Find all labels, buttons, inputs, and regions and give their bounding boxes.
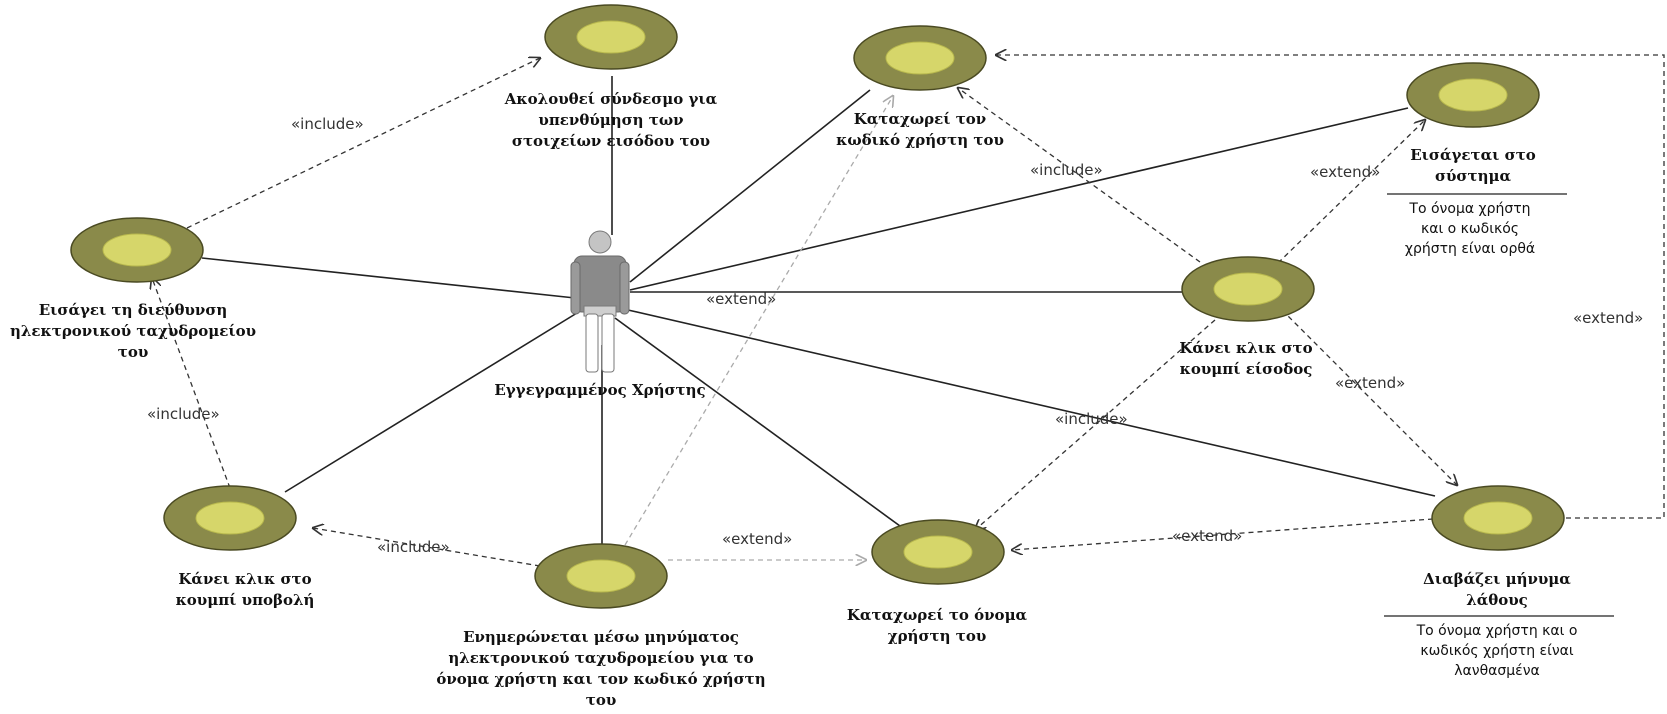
use-case-click-submit[interactable]: Κάνει κλικ στο κουμπί υποβολή <box>163 485 315 609</box>
dependencies <box>152 55 1665 567</box>
stereotype-extend-actor: «extend» <box>706 290 776 308</box>
use-case-label: Ακολουθεί σύνδεσμο για υπενθύμηση των στοι… <box>504 90 718 150</box>
use-case-enter-email[interactable]: Εισάγει τη διεύθυνση ηλεκτρονικού ταχυδρο… <box>10 217 256 361</box>
use-case-informed-email[interactable]: Ενημερώνεται μέσω μηνύματος ηλεκτρονικού … <box>436 543 766 709</box>
use-case-enter-system[interactable]: Εισάγεται στο σύστημα Το όνομα χρήστη και … <box>1387 62 1567 257</box>
label-line: Ακολουθεί σύνδεσμο για <box>504 90 718 108</box>
use-case-follow-link[interactable]: Ακολουθεί σύνδεσμο για υπενθύμηση των στοι… <box>504 4 718 150</box>
use-case-enter-username[interactable]: Καταχωρεί το όνομα χρήστη του <box>847 519 1028 645</box>
association-click-submit <box>284 304 591 493</box>
label-line: Το όνομα χρήστη <box>1408 201 1530 217</box>
stereotype-extend-login-system: «extend» <box>1310 163 1380 181</box>
label-line: Ενημερώνεται μέσω μηνύματος <box>463 628 739 646</box>
use-case-inner <box>885 41 955 75</box>
stereotype-labels: «include» «include» «include» «extend» «… <box>147 115 1643 556</box>
label-line: σύστημα <box>1435 167 1512 185</box>
use-case-label: Καταχωρεί τον κωδικό χρήστη του <box>836 110 1004 149</box>
association-enter-email <box>201 257 576 299</box>
stereotype-include-email-link: «include» <box>291 115 364 133</box>
stereotype-extend-login-error: «extend» <box>1335 374 1405 392</box>
label-line: υπενθύμηση των <box>538 111 683 129</box>
label-line: λάθους <box>1466 591 1528 609</box>
include-informed-to-submit <box>313 528 541 567</box>
extend-error-to-username <box>1012 518 1434 550</box>
label-line: Το όνομα χρήστη και ο <box>1416 623 1578 639</box>
label-line: ηλεκτρονικού ταχυδρομείου <box>10 322 256 340</box>
actor-left-arm <box>570 261 581 315</box>
actor-right-arm <box>619 261 630 315</box>
stereotype-extend-error-username: «extend» <box>1172 527 1242 545</box>
actor-registered-user[interactable]: Εγγεγραμμένος Χρήστης <box>494 230 706 399</box>
use-case-inner <box>576 20 646 54</box>
stereotype-extend-error-loop: «extend» <box>1573 309 1643 327</box>
label-line: κουμπί υποβολή <box>176 591 315 609</box>
actor-name: Εγγεγραμμένος Χρήστης <box>494 381 705 399</box>
extend-informed-to-password <box>624 96 893 546</box>
label-line: κουμπί είσοδος <box>1180 360 1313 378</box>
label-line: του <box>586 691 617 709</box>
use-case-label: Κάνει κλικ στο κουμπί υποβολή <box>176 570 315 609</box>
stereotype-include-submit-email: «include» <box>147 405 220 423</box>
stereotype-include-login-username: «include» <box>1055 410 1128 428</box>
label-line: λανθασμένα <box>1454 663 1540 679</box>
include-login-to-password <box>958 88 1201 263</box>
label-line: Εισάγει τη διεύθυνση <box>39 301 228 319</box>
actor-left-leg <box>585 313 599 373</box>
use-case-label: Καταχωρεί το όνομα χρήστη του <box>847 606 1028 645</box>
use-case-label: Διαβάζει μήνυμα λάθους <box>1423 570 1571 609</box>
label-line: όνομα χρήστη και τον κωδικό χρήστη <box>436 670 765 688</box>
use-case-label: Κάνει κλικ στο κουμπί είσοδος <box>1179 339 1312 378</box>
label-line: του <box>118 343 149 361</box>
label-line: ηλεκτρονικού ταχυδρομείου για το <box>448 649 753 667</box>
association-enter-password <box>629 89 871 283</box>
actor-body <box>573 255 627 313</box>
include-email-to-link <box>186 58 540 229</box>
association-enter-username <box>614 317 901 527</box>
label-line: στοιχείων εισόδου του <box>512 132 710 150</box>
enter-system-condition: Το όνομα χρήστη και ο κωδικός χρήστη είναι… <box>1405 201 1535 257</box>
stereotype-include-login-password: «include» <box>1030 161 1103 179</box>
use-case-inner <box>566 559 636 593</box>
extend-error-to-password <box>996 55 1665 519</box>
use-case-read-error[interactable]: Διαβάζει μήνυμα λάθους Το όνομα χρήστη κα… <box>1384 485 1614 679</box>
use-case-inner <box>1463 501 1533 535</box>
use-case-inner <box>1438 78 1508 112</box>
use-case-inner <box>903 535 973 569</box>
label-line: Κάνει κλικ στο <box>178 570 311 588</box>
label-line: κωδικός χρήστη είναι <box>1420 643 1574 659</box>
stereotype-include-informed-submit: «include» <box>377 538 450 556</box>
use-case-enter-password[interactable]: Καταχωρεί τον κωδικό χρήστη του <box>836 25 1004 149</box>
include-submit-to-email <box>152 278 231 489</box>
label-line: και ο κωδικός <box>1421 221 1519 237</box>
stereotype-extend-informed-username: «extend» <box>722 530 792 548</box>
use-case-inner <box>195 501 265 535</box>
use-case-label: Εισάγει τη διεύθυνση ηλεκτρονικού ταχυδρο… <box>10 301 256 361</box>
label-line: χρήστη του <box>888 627 987 645</box>
label-line: Καταχωρεί το όνομα <box>847 606 1028 624</box>
read-error-condition: Το όνομα χρήστη και ο κωδικός χρήστη είνα… <box>1416 623 1578 679</box>
association-enter-system <box>629 107 1409 291</box>
use-case-click-login[interactable]: Κάνει κλικ στο κουμπί είσοδος <box>1179 256 1315 378</box>
label-line: Εισάγεται στο <box>1410 146 1536 164</box>
label-line: κωδικό χρήστη του <box>836 131 1004 149</box>
label-line: Καταχωρεί τον <box>854 110 986 128</box>
use-case-label: Εισάγεται στο σύστημα <box>1410 146 1536 185</box>
label-line: χρήστη είναι ορθά <box>1405 241 1535 257</box>
association-read-error <box>627 309 1436 497</box>
use-case-label: Ενημερώνεται μέσω μηνύματος ηλεκτρονικού … <box>436 628 765 709</box>
label-line: Κάνει κλικ στο <box>1179 339 1312 357</box>
label-line: Διαβάζει μήνυμα <box>1423 570 1571 588</box>
actor-right-leg <box>601 313 615 373</box>
actor-head <box>588 230 612 254</box>
use-case-inner <box>102 233 172 267</box>
include-login-to-username <box>975 319 1216 530</box>
extend-login-to-system <box>1277 120 1425 264</box>
extend-login-to-error <box>1281 309 1457 485</box>
use-case-inner <box>1213 272 1283 306</box>
actor-hips <box>583 305 617 317</box>
associations <box>201 76 1436 545</box>
